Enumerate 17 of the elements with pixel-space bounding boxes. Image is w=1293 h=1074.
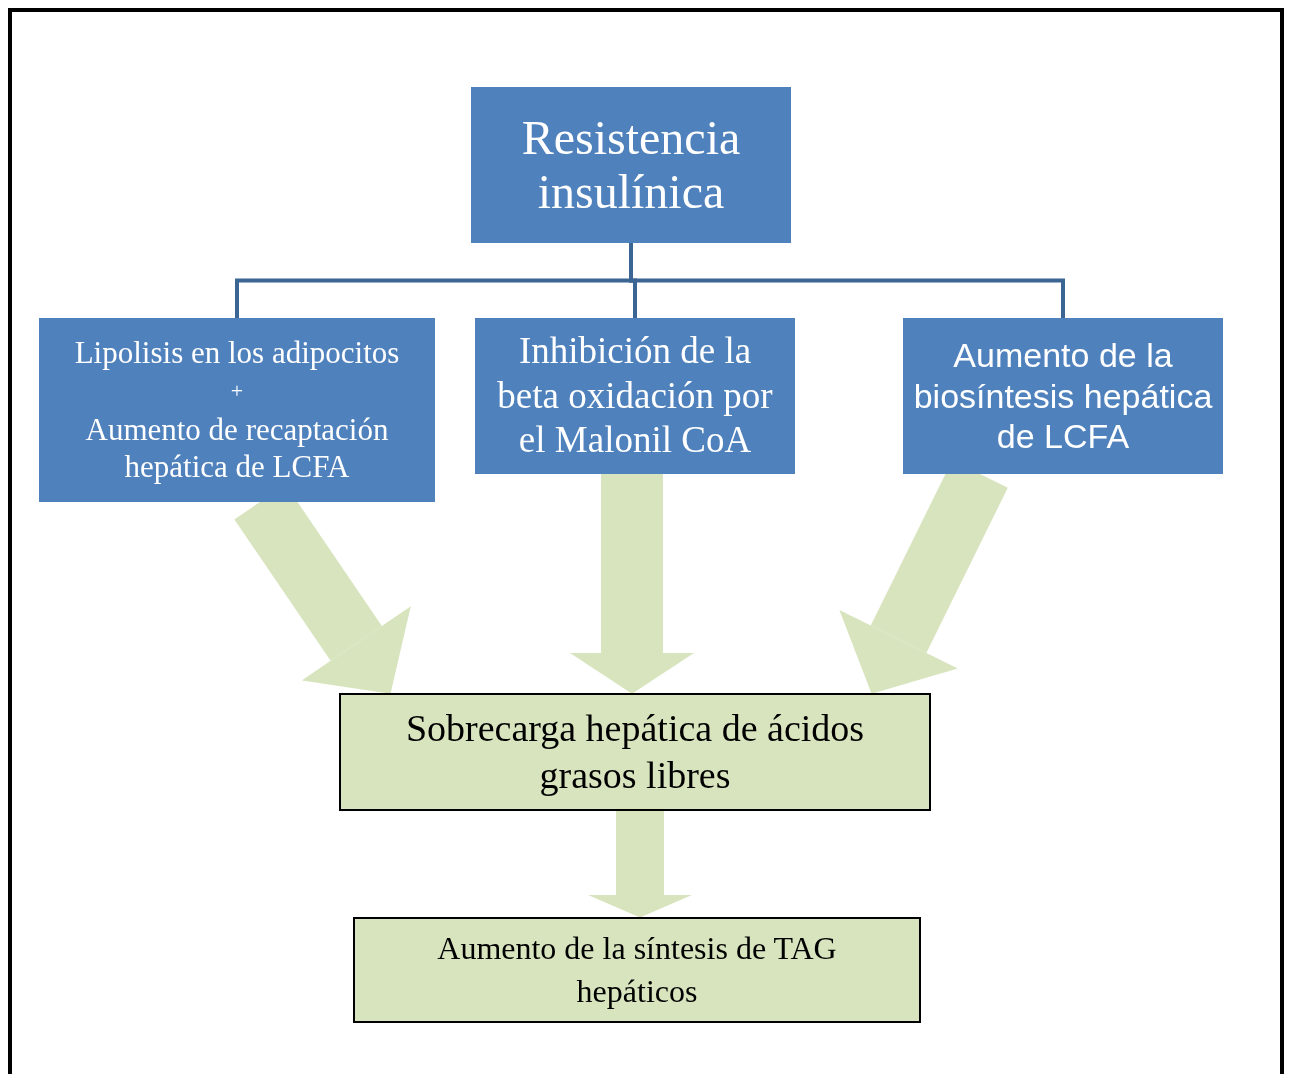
result-box [353, 917, 921, 1023]
plus-sign: + [230, 377, 244, 405]
block-arrow [570, 474, 694, 694]
box-text: Resistencia insulínica [520, 111, 742, 219]
process-box [471, 87, 791, 243]
box-text: Inhibición de la beta oxidación por el Malonil CoA [496, 329, 774, 463]
connector-line [629, 243, 1065, 318]
box-text: Aumento de la síntesis de TAG hepáticos [436, 928, 838, 1011]
box-text: Aumento de la biosíntesis hepática de LCFA [912, 334, 1214, 458]
process-box [903, 318, 1223, 474]
box-text: Sobrecarga hepática de ácidos grasos libres [404, 705, 866, 798]
result-box [339, 693, 931, 811]
block-arrow [588, 811, 692, 918]
process-box [475, 318, 795, 474]
box-text: Lipolisis en los adipocitos [74, 333, 400, 372]
box-text: Aumento de recaptación hepática de LCFA [84, 410, 390, 487]
process-box [39, 318, 435, 502]
